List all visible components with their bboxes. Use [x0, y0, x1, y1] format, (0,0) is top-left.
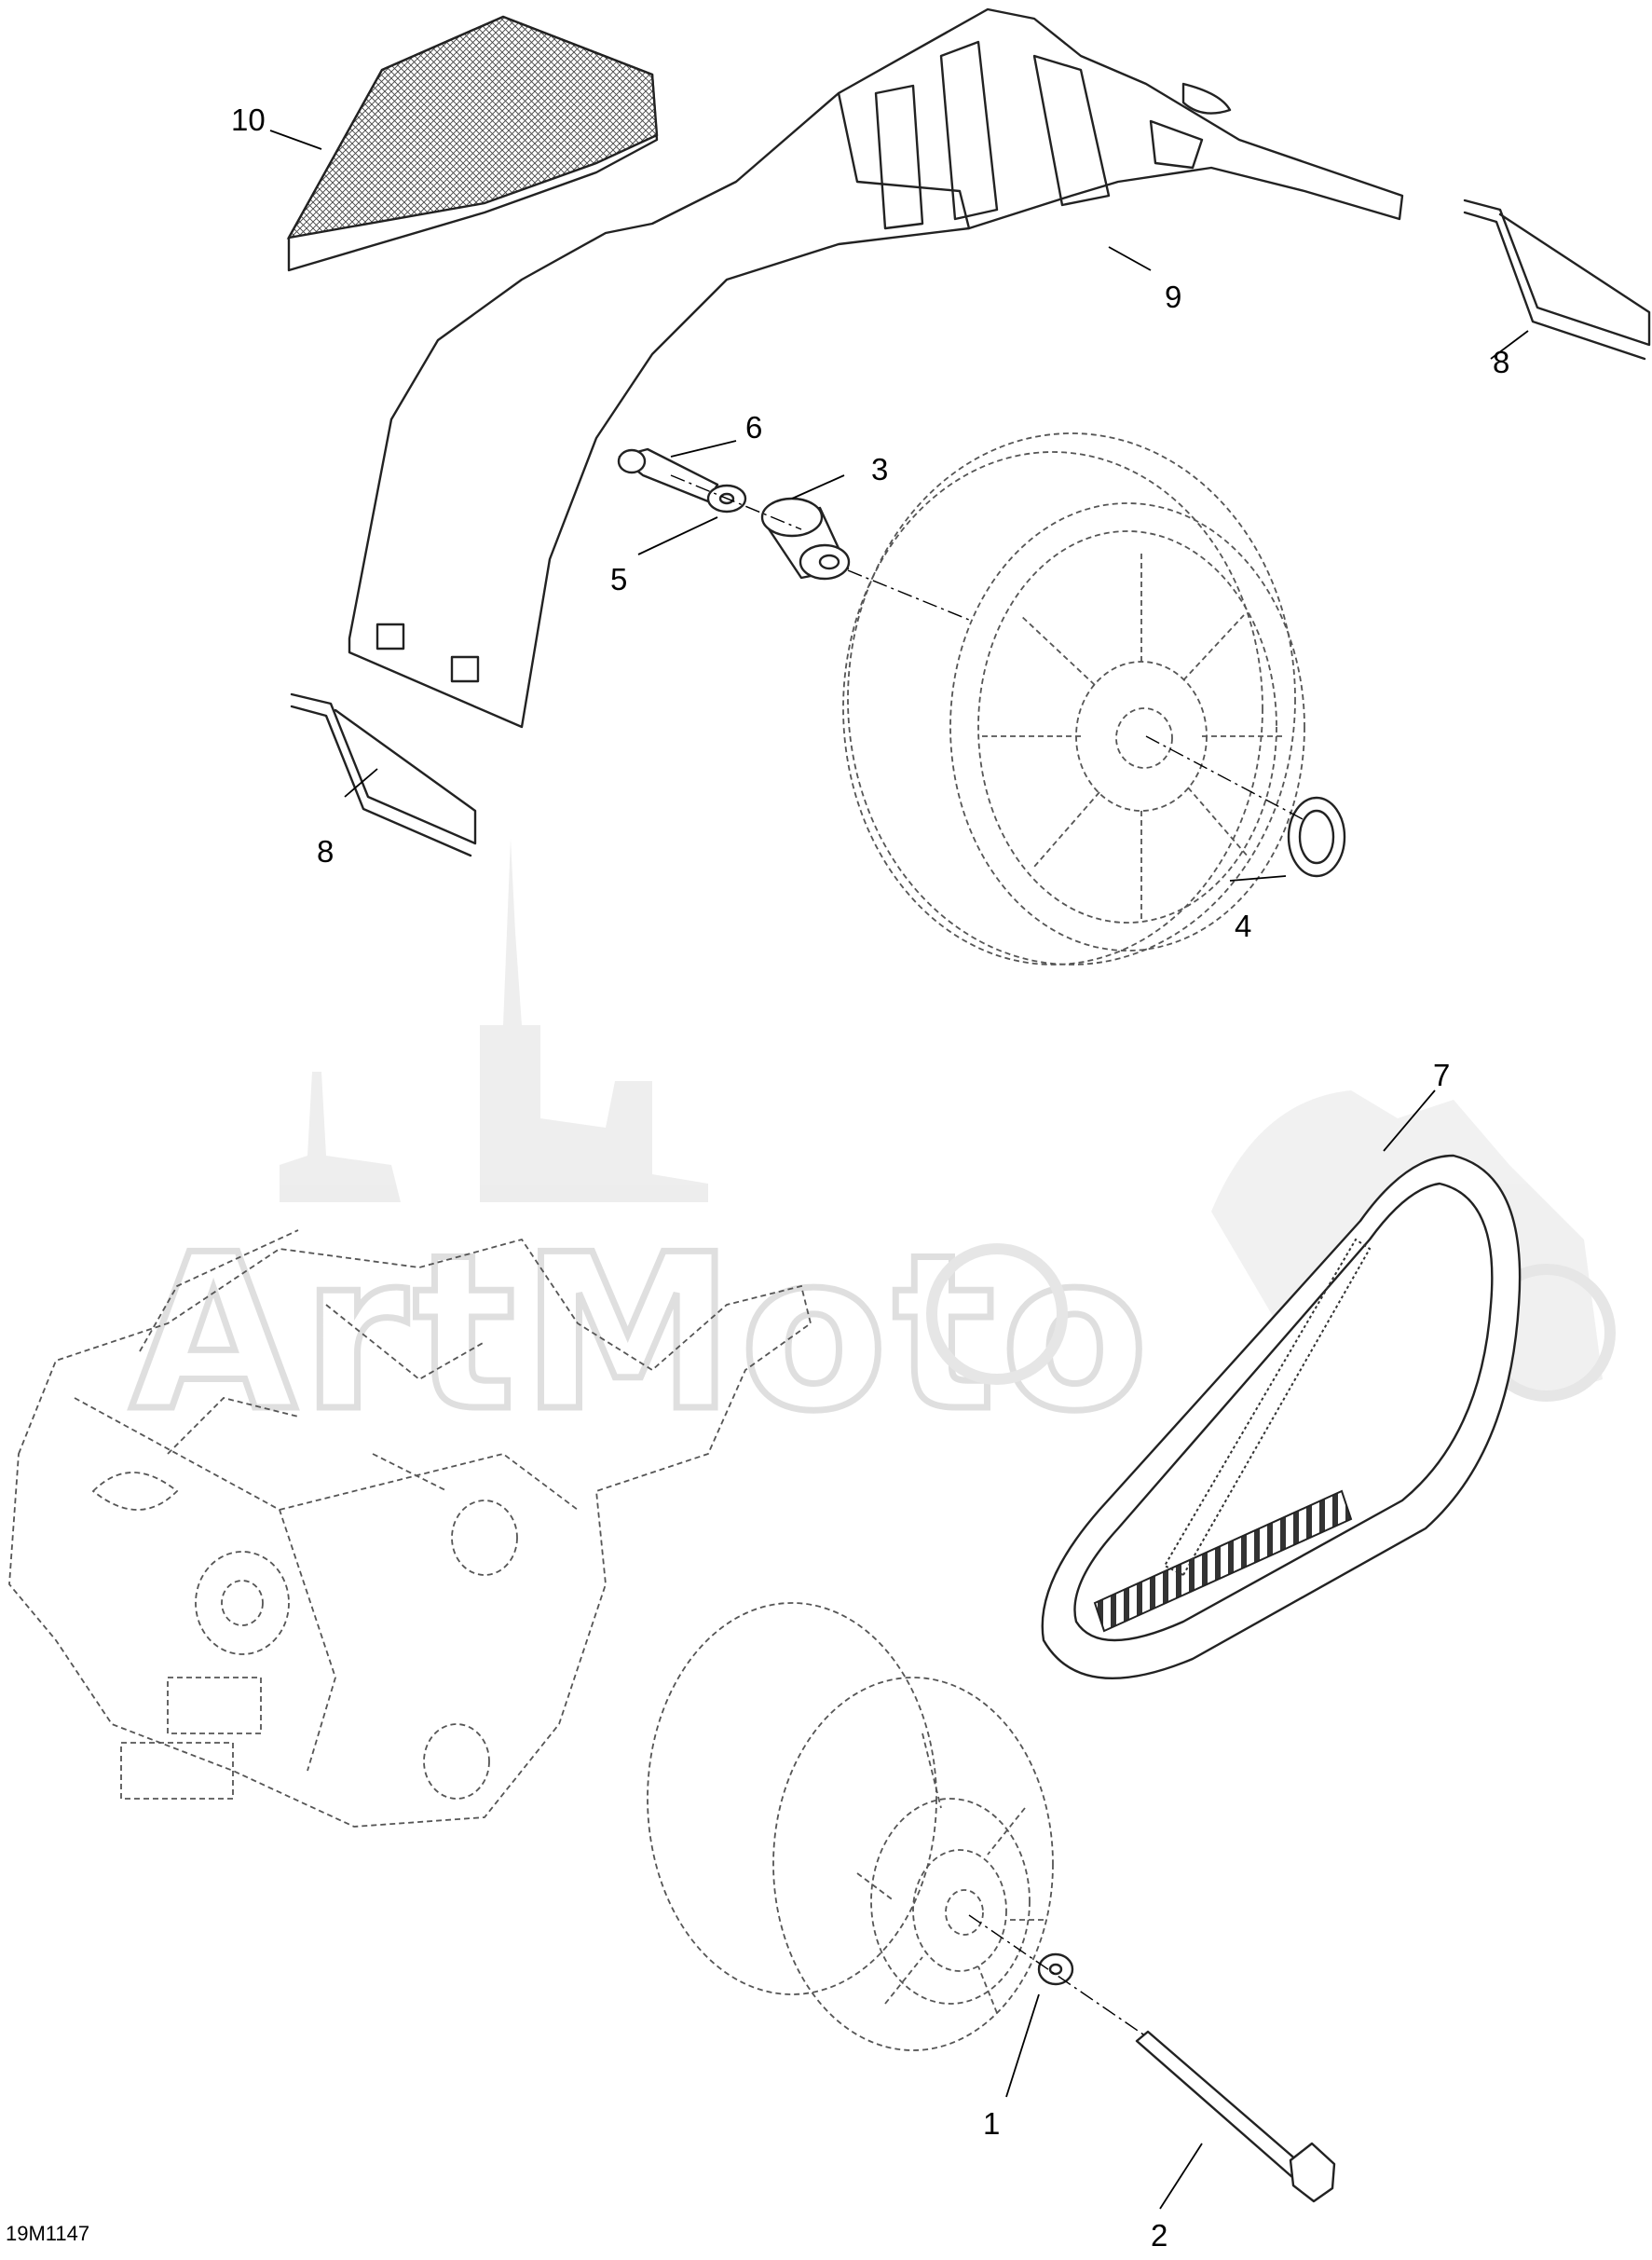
center-lines [670, 474, 1305, 2037]
callout-3: 3 [871, 452, 888, 486]
callout-7: 7 [1433, 1058, 1450, 1092]
drawing-code: 19M1147 [6, 2222, 89, 2245]
callout-2: 2 [1151, 2218, 1167, 2253]
callout-10: 10 [231, 103, 266, 137]
drive-pulley-outline [647, 1602, 1054, 2051]
callout-6: 6 [745, 410, 762, 445]
engine-assembly-outline [8, 1229, 812, 1828]
callout-5: 5 [610, 562, 627, 596]
part-9-belt-guard [348, 7, 1404, 729]
leader-lines [269, 130, 1529, 2210]
part-3-spacer [760, 497, 851, 581]
callout-4: 4 [1235, 909, 1251, 943]
callout-9: 9 [1165, 280, 1181, 314]
part-4-ring [1287, 796, 1346, 878]
callout-8a: 8 [1493, 345, 1509, 379]
part-7-drive-belt [1041, 1154, 1522, 1680]
callout-1: 1 [983, 2106, 1000, 2141]
part-1-washer [1037, 1952, 1074, 1986]
callout-8b: 8 [317, 834, 334, 869]
part-10-mesh-screen [286, 15, 659, 272]
driven-pulley-outline [842, 432, 1305, 966]
part-2-bolt [1135, 2030, 1336, 2203]
part-8-retaining-clip-left [290, 692, 477, 857]
part-6-bolt [617, 447, 719, 503]
part-8-retaining-clip-right [1463, 199, 1651, 361]
